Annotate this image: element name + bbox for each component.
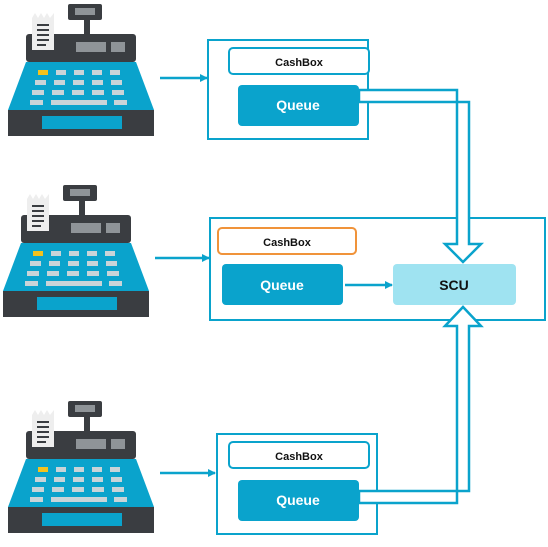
bottom-cashbox-group: CashBox Queue — [216, 433, 378, 535]
queue-box — [222, 264, 343, 305]
middle-cashbox-group: CashBox Queue SCU — [209, 217, 546, 321]
queue-label: Queue — [276, 97, 320, 113]
top-cashbox-group: CashBox Queue — [207, 39, 370, 140]
scu-box — [393, 264, 516, 305]
cash-register-icon — [8, 4, 154, 136]
queue-label: Queue — [276, 492, 320, 508]
queue-to-scu-connector — [357, 305, 484, 505]
cash-register-icon — [3, 185, 149, 317]
cashbox-label-box — [228, 441, 370, 469]
cashbox-label: CashBox — [275, 57, 324, 69]
queue-box — [238, 85, 359, 126]
queue-label: Queue — [260, 277, 304, 293]
cashbox-label: CashBox — [263, 237, 312, 249]
scu-label: SCU — [439, 277, 469, 293]
cashbox-label-box-highlighted — [217, 227, 357, 255]
queue-box — [238, 480, 359, 521]
cashbox-label: CashBox — [275, 451, 324, 463]
queue-to-scu-connector — [357, 88, 485, 264]
cash-register-icon — [8, 401, 154, 533]
cashbox-label-box — [228, 47, 370, 75]
